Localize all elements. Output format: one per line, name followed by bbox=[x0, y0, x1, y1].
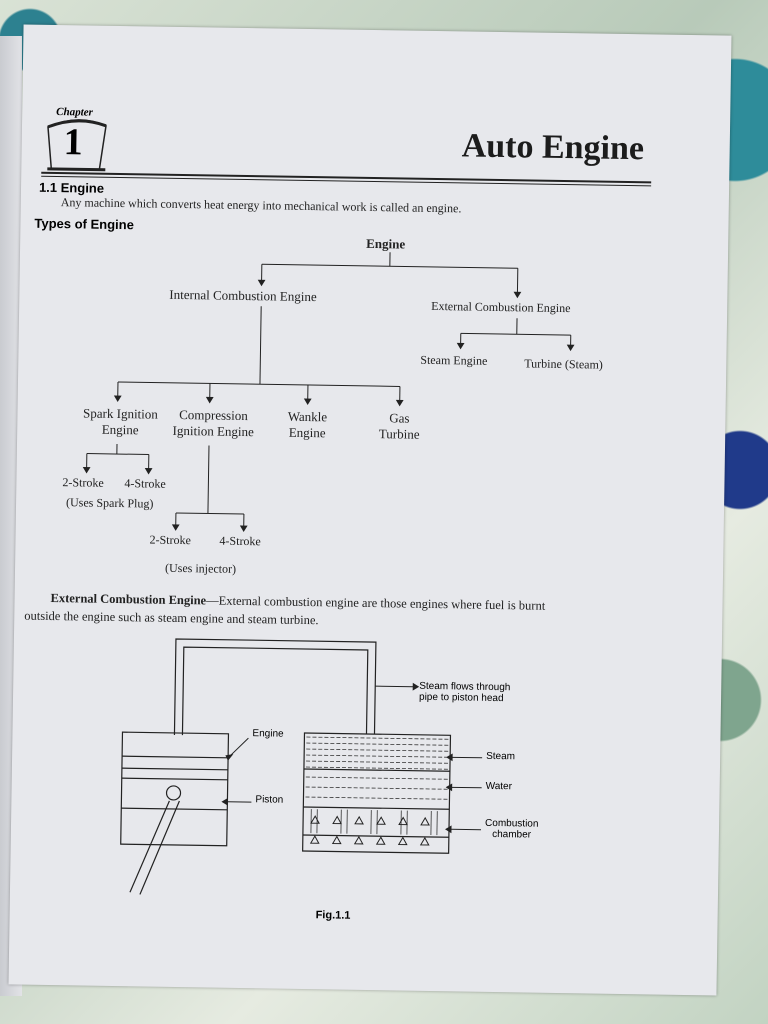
book-page: Chapter 1 Auto Engine 1.1 Engine Any mac… bbox=[8, 24, 732, 996]
engine-tree-connectors bbox=[82, 252, 575, 532]
label-steam-flow: Steam flows through pipe to piston head bbox=[419, 681, 511, 704]
label-engine: Engine bbox=[252, 728, 284, 740]
chapter-badge-frame bbox=[47, 119, 107, 172]
label-steam-flow-line2: pipe to piston head bbox=[418, 691, 504, 705]
label-combustion-line1: Combustion bbox=[485, 817, 539, 830]
label-combustion-line2: chamber bbox=[492, 828, 532, 841]
figure-caption: Fig.1.1 bbox=[315, 909, 351, 922]
steam-engine-figure bbox=[120, 638, 483, 895]
label-water: Water bbox=[485, 780, 513, 793]
label-steam: Steam bbox=[486, 750, 516, 763]
label-piston: Piston bbox=[255, 794, 284, 806]
label-combustion-chamber: Combustion chamber bbox=[485, 818, 539, 841]
chapter-badge: Chapter 1 bbox=[43, 105, 108, 172]
